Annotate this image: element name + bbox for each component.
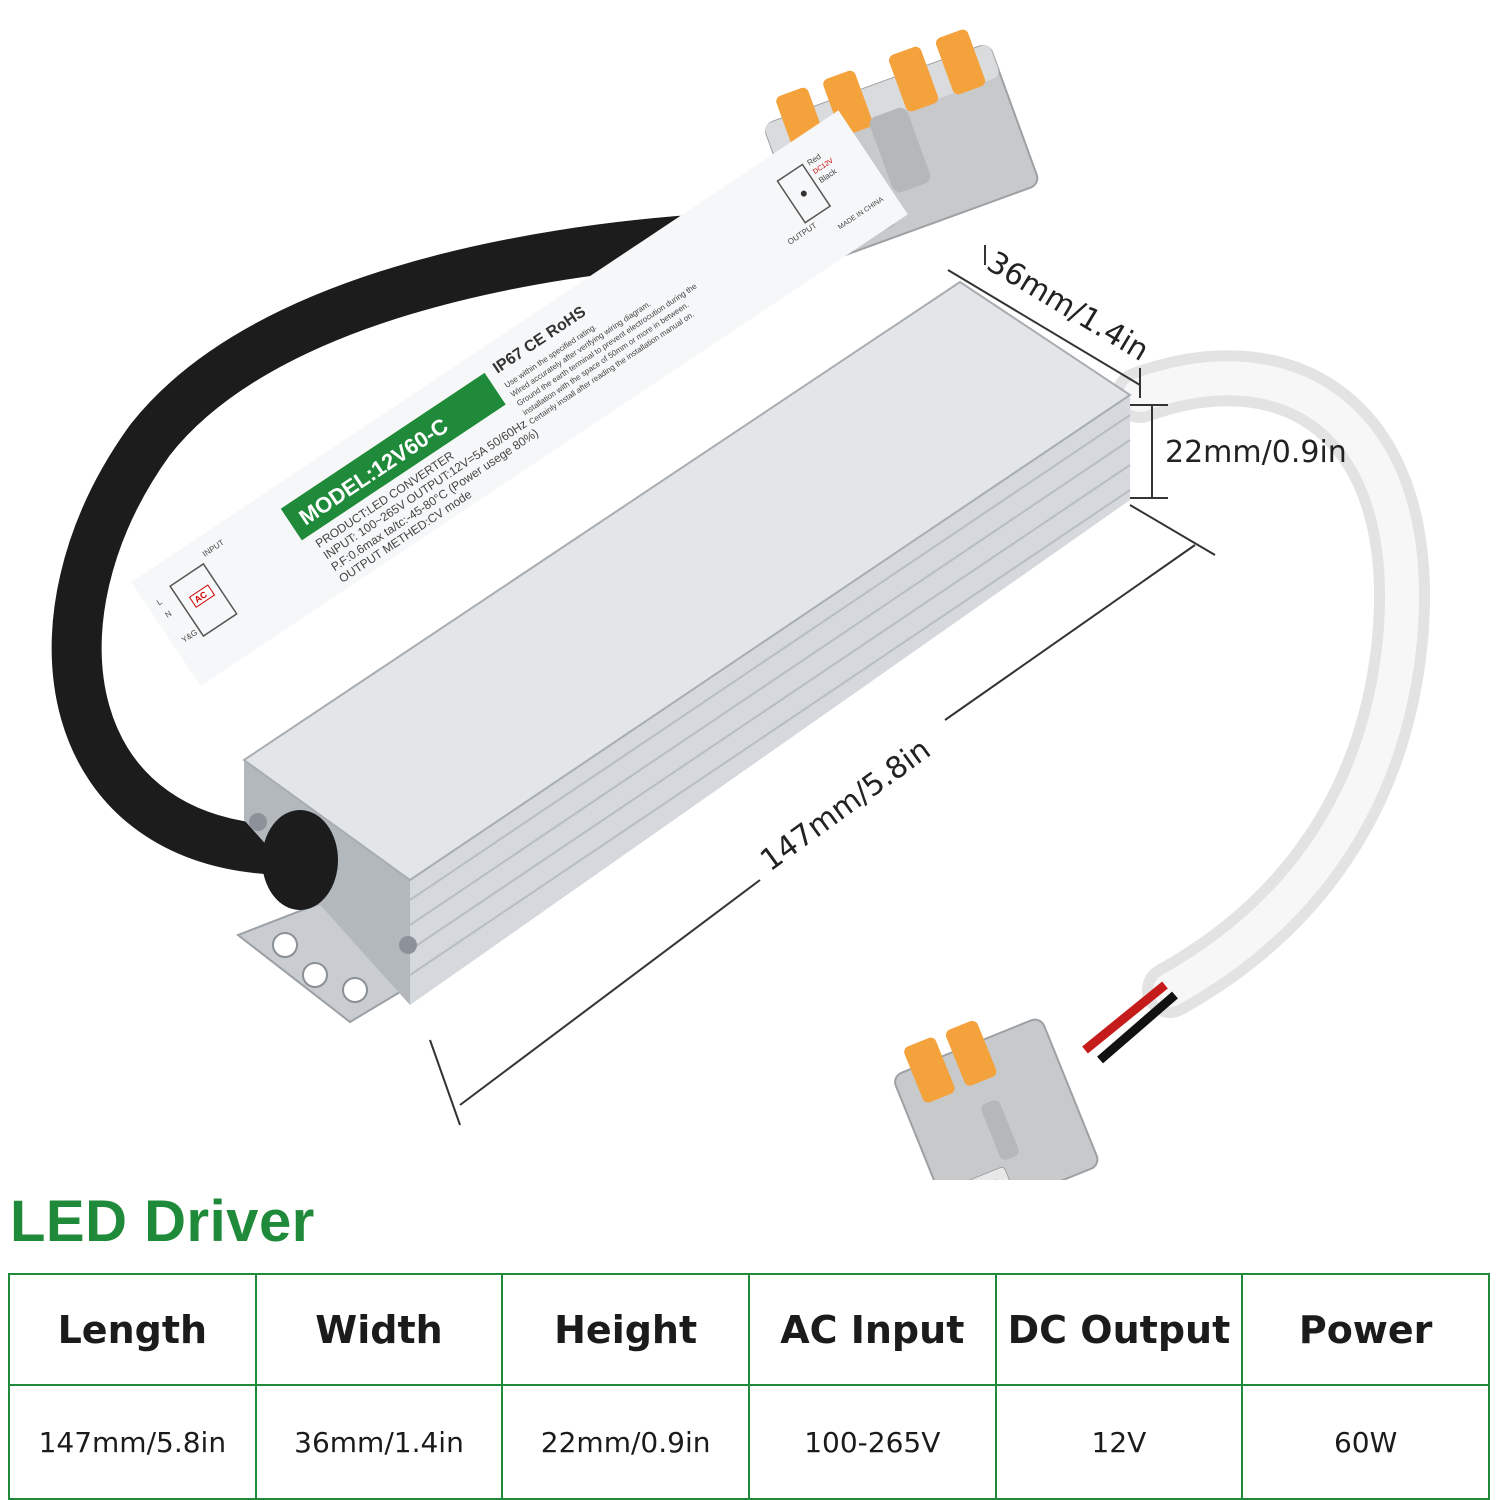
dimension-lines [429, 245, 1216, 1126]
spec-header-row: Length Width Height AC Input DC Output P… [8, 1273, 1490, 1386]
spec-table: Length Width Height AC Input DC Output P… [8, 1273, 1490, 1500]
header-dc-output: DC Output [994, 1273, 1244, 1386]
spec-value-row: 147mm/5.8in 36mm/1.4in 22mm/0.9in 100-26… [8, 1384, 1490, 1500]
length-dimension-label: 147mm/5.8in [754, 732, 937, 878]
header-ac-input: AC Input [747, 1273, 997, 1386]
value-power: 60W [1241, 1384, 1490, 1500]
output-wires [1082, 981, 1178, 1064]
height-dimension-label: 22mm/0.9in [1165, 435, 1347, 470]
header-width: Width [254, 1273, 504, 1386]
bottom-wago-connector [894, 1018, 1099, 1180]
led-driver-product-image: MODEL:12V60-C PRODUCT:LED CONVERTER INPU… [51, 29, 1430, 1180]
header-length: Length [8, 1273, 257, 1386]
driver-housing [242, 280, 1132, 1005]
product-title: LED Driver [10, 1189, 315, 1254]
value-ac-input: 100-265V [747, 1384, 997, 1500]
model-badge [280, 372, 506, 541]
header-height: Height [501, 1273, 750, 1386]
header-power: Power [1241, 1273, 1490, 1386]
value-width: 36mm/1.4in [254, 1384, 504, 1500]
svg-text:L: L [155, 597, 164, 607]
value-length: 147mm/5.8in [8, 1384, 257, 1500]
black-input-cable [51, 213, 745, 875]
svg-text:N: N [163, 609, 173, 620]
value-dc-output: 12V [994, 1384, 1244, 1500]
value-height: 22mm/0.9in [501, 1384, 750, 1500]
